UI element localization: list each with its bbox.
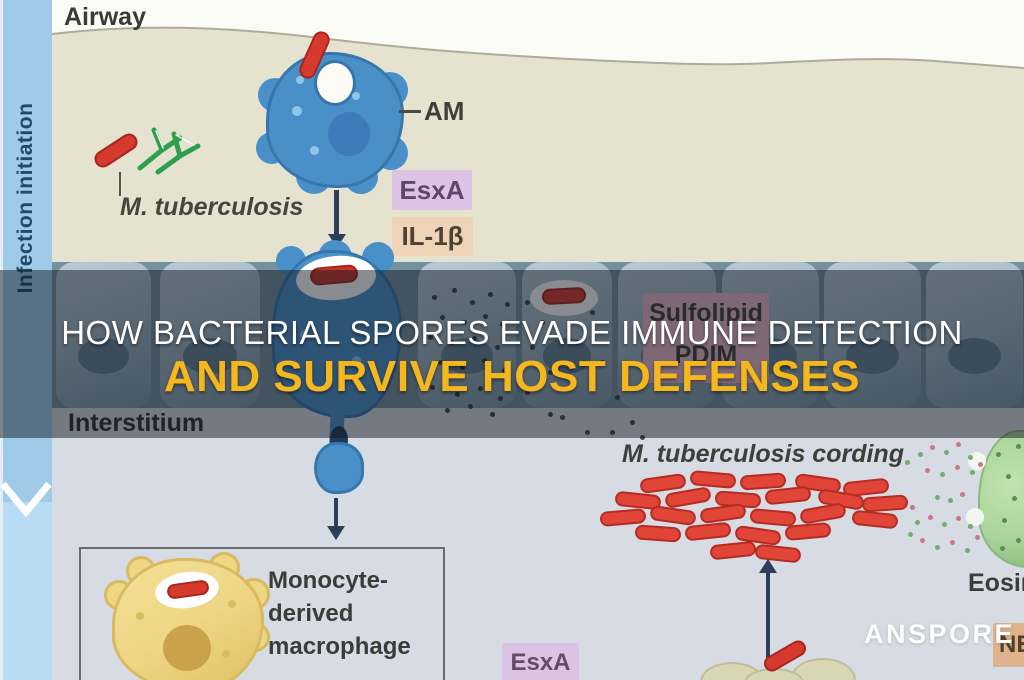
antibody-icon: [137, 127, 201, 175]
dot: [925, 468, 930, 473]
watermark-text: ANSPORE: [864, 619, 1016, 649]
dot: [956, 516, 961, 521]
title-line2: AND SURVIVE HOST DEFENSES: [163, 352, 861, 401]
am-granule: [310, 146, 319, 155]
dot: [948, 498, 953, 503]
arrow-down: [334, 190, 339, 236]
il1b-label-box: IL-1β: [392, 217, 473, 256]
dot: [908, 532, 913, 537]
eosinophil-granule: [1016, 538, 1021, 543]
arrow-up-head: [759, 559, 777, 573]
am-granule: [292, 106, 302, 116]
monocyte-macrophage-box: [79, 547, 445, 680]
macrophage-granule: [222, 650, 230, 658]
airway-wall-curve: [52, 0, 1024, 69]
am-nucleus: [328, 112, 370, 156]
monocyte-macrophage-label: Monocyte- derived macrophage: [268, 564, 411, 663]
dot: [968, 455, 973, 460]
am-phagocytosis-cup: [314, 60, 356, 106]
cording-label: M. tuberculosis cording: [622, 440, 904, 468]
eosinophil-granule: [1002, 518, 1007, 523]
am-granule: [352, 92, 360, 100]
dot: [960, 492, 965, 497]
mtb-cording-rod: [861, 494, 909, 513]
sidebar-lower: [0, 502, 52, 680]
mtb-cording-rod: [634, 524, 682, 543]
esxa-label-box: EsxA: [392, 170, 472, 210]
dot: [915, 520, 920, 525]
dot: [935, 545, 940, 550]
dot: [930, 445, 935, 450]
monocyte-label-line3: macrophage: [268, 633, 411, 660]
dot: [928, 515, 933, 520]
dot: [975, 535, 980, 540]
dot: [944, 450, 949, 455]
dot: [968, 524, 973, 529]
dot: [965, 548, 970, 553]
mtb-label: M. tuberculosis: [120, 193, 304, 221]
title-banner-overlay: [0, 270, 1024, 438]
eosinophil-degranulation-notch: [966, 508, 984, 526]
dot: [910, 505, 915, 510]
chevron-down-icon: [0, 481, 52, 518]
monocyte-label-line1: Monocyte-: [268, 567, 388, 594]
mtb-callout-line: [119, 172, 121, 196]
dot: [956, 442, 961, 447]
eosinophil-granule: [1006, 474, 1011, 479]
dot: [920, 538, 925, 543]
macrophage-nucleus: [163, 625, 211, 671]
am-callout-line: [399, 110, 421, 113]
eosinophil-granule: [1000, 546, 1005, 551]
monocyte-droplet-cell: [314, 442, 364, 494]
dot: [950, 540, 955, 545]
dot: [978, 462, 983, 467]
dot: [970, 470, 975, 475]
dot: [935, 495, 940, 500]
am-label: AM: [424, 96, 465, 126]
dot: [918, 452, 923, 457]
esxa-bottom-label-box: EsxA: [502, 643, 579, 680]
macrophage-granule: [136, 612, 144, 620]
arrow-down: [334, 498, 338, 528]
dot: [905, 460, 910, 465]
eosinophil-granule: [996, 452, 1001, 457]
eosinophil-label: Eosinophil: [968, 569, 1024, 597]
am-granule: [296, 76, 304, 84]
arrow-down-head: [327, 526, 345, 540]
dot: [940, 472, 945, 477]
arrow-up: [766, 572, 770, 658]
eosinophil-granule: [1012, 496, 1017, 501]
monocyte-label-line2: derived: [268, 600, 354, 627]
macrophage-granule: [228, 600, 236, 608]
eosinophil-granule: [1016, 444, 1021, 449]
airway-label: Airway: [64, 3, 146, 31]
ne-label-box: NE: [993, 623, 1024, 667]
title-line1: HOW BACTERIAL SPORES EVADE IMMUNE DETECT…: [61, 314, 963, 351]
dot: [942, 522, 947, 527]
sidebar-stage-label: Infection initiation: [14, 102, 37, 294]
dot: [955, 465, 960, 470]
